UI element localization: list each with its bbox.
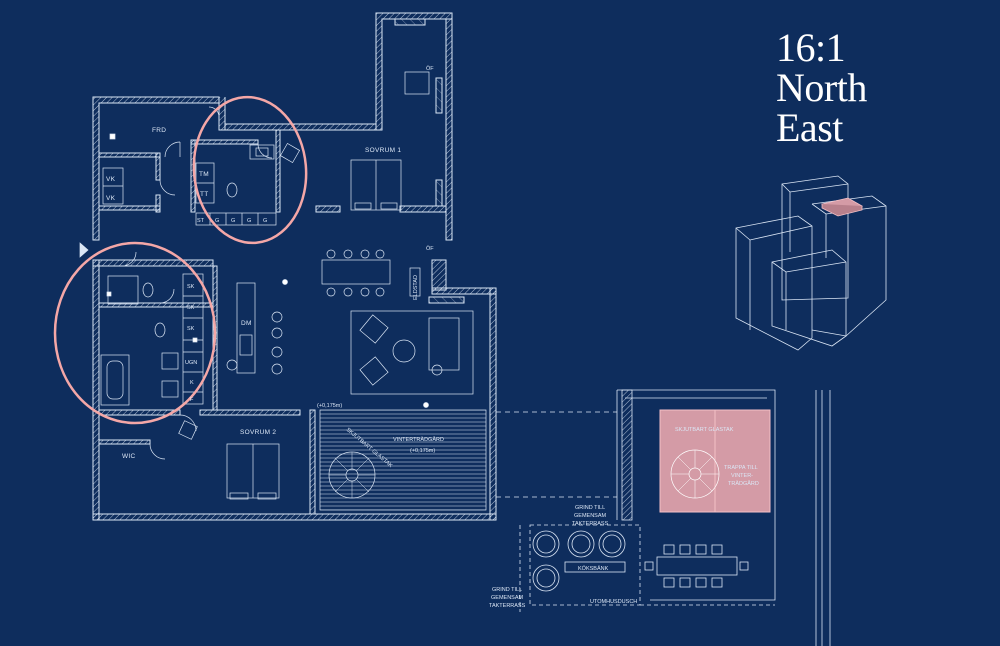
furniture bbox=[100, 71, 487, 511]
label-wic: WIC bbox=[122, 453, 136, 460]
label-grind-2-line-3: TAKTERRASS bbox=[489, 603, 526, 609]
plan-title: 16:1 North East bbox=[776, 28, 867, 148]
label-of-2: ÖF bbox=[426, 245, 434, 252]
label-grind-1-line-3: TAKTERRASS bbox=[572, 521, 609, 527]
label-skjutbart-glastak-2: SKJUTBART GLASTAK bbox=[675, 427, 734, 433]
label-g-4: G bbox=[263, 218, 267, 224]
label-utomhusdusch: UTOMHUSDUSCH bbox=[590, 599, 637, 605]
label-f: F bbox=[190, 397, 194, 403]
label-vk-2: VK bbox=[106, 195, 116, 202]
label-height-1: (+0,175m) bbox=[317, 403, 342, 409]
label-frd: FRD bbox=[152, 127, 166, 134]
label-sovrum-1: SOVRUM 1 bbox=[365, 147, 401, 154]
label-trappa-line-1: TRAPPA TILL bbox=[724, 465, 758, 471]
label-g-2: G bbox=[231, 218, 235, 224]
walls bbox=[92, 12, 497, 521]
label-sovrum-2: SOVRUM 2 bbox=[240, 429, 276, 436]
room-labels: FRD VK VK TM TT ST G G G G SOVRUM 1 ÖF Ö… bbox=[106, 65, 759, 609]
label-k: K bbox=[190, 380, 194, 386]
label-grind-1-line-2: GEMENSAM bbox=[574, 513, 607, 519]
label-ugn: UGN bbox=[185, 360, 197, 366]
highlight-circles bbox=[53, 95, 308, 425]
label-st: ST bbox=[197, 218, 205, 224]
label-grind-2-line-1: GRIND TILL bbox=[492, 587, 522, 593]
label-koksbank: KÖKSBÄNK bbox=[578, 565, 609, 572]
label-sk-1: SK bbox=[187, 284, 195, 290]
label-sk-2: SK bbox=[187, 305, 195, 311]
label-trappa-line-2: VINTER- bbox=[731, 473, 753, 479]
title-line-1: 16:1 bbox=[776, 25, 846, 70]
title-line-3: East bbox=[776, 105, 843, 150]
terrace bbox=[496, 389, 831, 646]
label-grind-2-line-2: GEMENSAM bbox=[491, 595, 524, 601]
label-g-1: G bbox=[215, 218, 219, 224]
label-eldstad: ELDSTAD bbox=[413, 275, 419, 300]
label-of-1: ÖF bbox=[426, 65, 434, 72]
massing-diagram bbox=[735, 175, 887, 351]
label-trappa-line-3: TRÄDGÅRD bbox=[728, 480, 759, 487]
label-height-2: (+0,175m) bbox=[410, 448, 435, 454]
label-vk-1: VK bbox=[106, 176, 116, 183]
label-sk-3: SK bbox=[187, 326, 195, 332]
label-tt: TT bbox=[200, 191, 209, 198]
label-g-3: G bbox=[247, 218, 251, 224]
title-line-2: North bbox=[776, 65, 867, 110]
glass-roof-highlight bbox=[659, 409, 771, 513]
label-vintertradgard: VINTERTRÄDGÅRD bbox=[393, 436, 444, 443]
label-grind-1-line-1: GRIND TILL bbox=[575, 505, 605, 511]
label-dm: DM bbox=[241, 320, 252, 327]
label-tm: TM bbox=[199, 171, 209, 178]
